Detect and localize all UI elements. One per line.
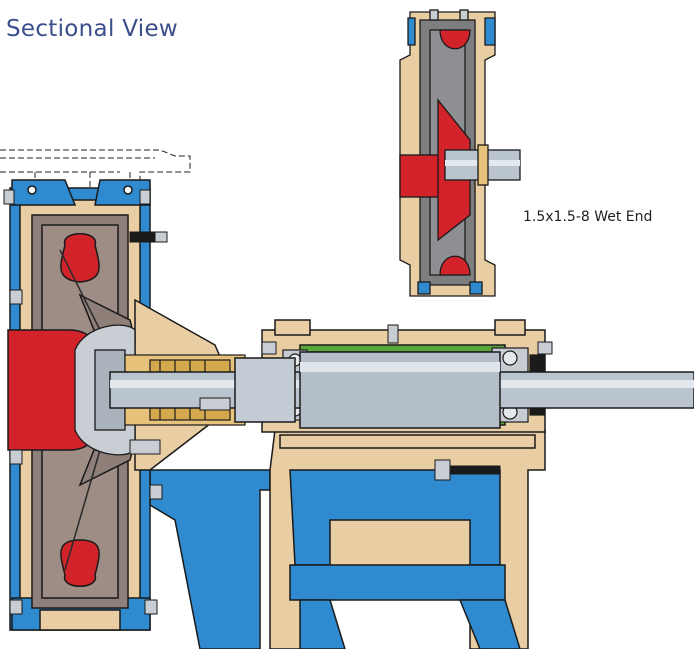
page-title: Sectional View xyxy=(6,16,179,42)
pedestal-base xyxy=(149,429,546,649)
wet-end-caption: 1.5x1.5-8 Wet End xyxy=(523,209,653,225)
wet-end-detail xyxy=(399,9,521,297)
bolts xyxy=(3,189,553,615)
